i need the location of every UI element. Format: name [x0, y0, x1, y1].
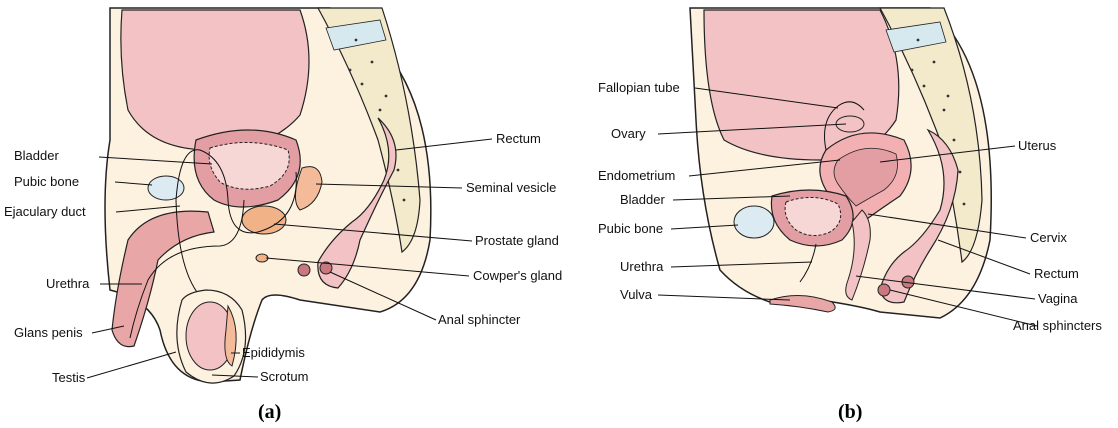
label-female-bladder: Bladder: [620, 192, 665, 207]
label-male-ejaculatory-duct: Ejaculary duct: [4, 204, 86, 219]
caption-male-panel: (a): [258, 401, 281, 423]
label-male-cowpers-gland: Cowper's gland: [473, 268, 562, 283]
label-female-urethra: Urethra: [620, 259, 664, 274]
label-male-testis: Testis: [52, 370, 86, 385]
label-male-prostate-gland: Prostate gland: [475, 233, 559, 248]
label-female-cervix: Cervix: [1030, 230, 1067, 245]
male-abdominal-cavity: [121, 10, 309, 150]
label-male-urethra: Urethra: [46, 276, 90, 291]
label-male-scrotum: Scrotum: [260, 369, 308, 384]
label-male-pubic-bone: Pubic bone: [14, 174, 79, 189]
label-female-fallopian-tube: Fallopian tube: [598, 80, 680, 95]
label-male-rectum: Rectum: [496, 131, 541, 146]
label-female-uterus: Uterus: [1018, 138, 1057, 153]
label-male-anal-sphincter: Anal sphincter: [438, 312, 521, 327]
label-female-endometrium: Endometrium: [598, 168, 675, 183]
female-pubic-bone: [734, 206, 774, 238]
label-female-rectum: Rectum: [1034, 266, 1079, 281]
label-male-seminal-vesicle: Seminal vesicle: [466, 180, 556, 195]
female-anal-sphincter-1: [878, 284, 890, 296]
male-anatomy-panel: Bladder Pubic bone Ejaculary duct Urethr…: [4, 8, 562, 423]
female-anatomy-panel: Fallopian tube Ovary Endometrium Bladder…: [598, 8, 1102, 423]
male-anal-sphincter-1: [298, 264, 310, 276]
label-female-pubic-bone: Pubic bone: [598, 221, 663, 236]
caption-female-panel: (b): [838, 401, 862, 423]
label-female-vagina: Vagina: [1038, 291, 1078, 306]
label-male-epididymis: Epididymis: [242, 345, 305, 360]
label-male-glans-penis: Glans penis: [14, 325, 83, 340]
label-female-anal-sphincters: Anal sphincters: [1013, 318, 1102, 333]
label-female-ovary: Ovary: [611, 126, 646, 141]
label-female-vulva: Vulva: [620, 287, 653, 302]
label-male-bladder: Bladder: [14, 148, 59, 163]
